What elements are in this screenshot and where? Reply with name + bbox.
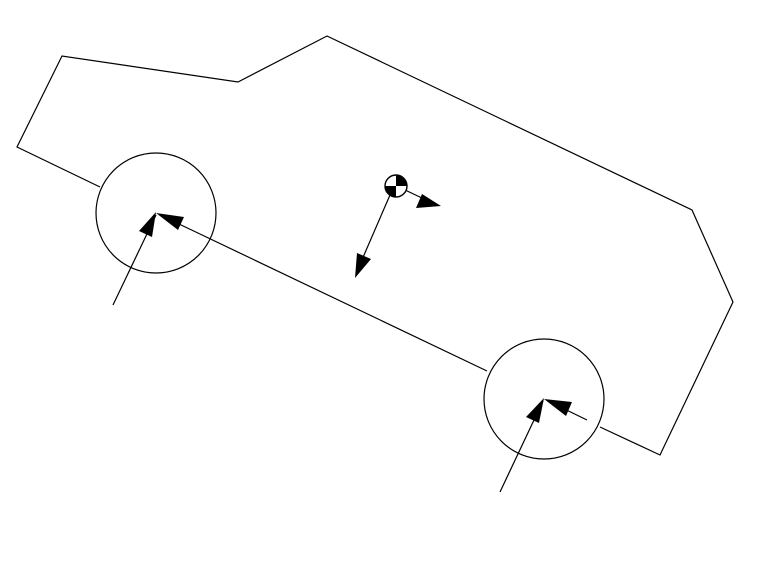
center-of-mass <box>355 174 441 278</box>
front-wheel-normal-force-arrowhead <box>526 398 544 423</box>
vehicle-underbody-line <box>199 233 488 372</box>
center-of-gravity-symbol-quadrant-1 <box>396 175 407 186</box>
rear-wheel-circle <box>95 152 217 274</box>
vehicle-body-outline <box>16 35 734 456</box>
rear-wheel-normal-force-arrowhead <box>139 212 156 237</box>
inertial-force-arrowhead <box>416 194 441 208</box>
weight-force-arrow <box>360 194 391 263</box>
rear-wheel-forces <box>112 212 201 306</box>
center-of-gravity-symbol-quadrant-3 <box>385 186 396 197</box>
front-wheel-friction-force-arrowhead <box>544 399 572 416</box>
rear-wheel-friction-force-arrowhead <box>156 213 184 230</box>
weight-force-arrowhead <box>355 253 371 278</box>
front-wheel-forces <box>499 398 588 493</box>
front-wheel-circle <box>483 338 605 460</box>
